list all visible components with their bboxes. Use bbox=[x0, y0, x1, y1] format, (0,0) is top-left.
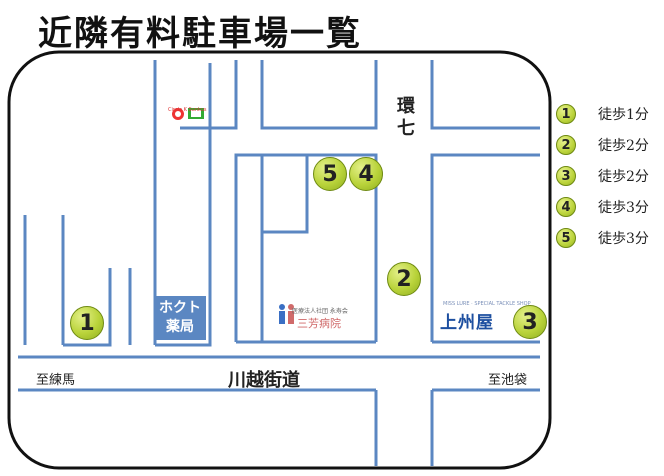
road-segment bbox=[260, 60, 378, 130]
road-segment bbox=[180, 60, 238, 130]
clinic-corp-name: 医療法人社団 永寿会 bbox=[292, 308, 348, 315]
legend-walk-time: 徒歩3分 bbox=[598, 200, 649, 216]
legend-item: 3 徒歩2分 bbox=[556, 166, 649, 186]
kawagoe-kaido-label: 川越街道 bbox=[228, 370, 300, 391]
legend-number: 3 bbox=[556, 166, 576, 186]
parking-marker-1[interactable]: 1 bbox=[70, 306, 104, 340]
clinic-icon bbox=[279, 304, 294, 324]
kamishuya-subtitle: MISS LURE · SPECIAL TACKLE SHOP bbox=[443, 301, 531, 307]
legend-number: 4 bbox=[556, 197, 576, 217]
clinic-name: 三芳病院 bbox=[297, 317, 341, 330]
map-frame bbox=[7, 50, 552, 470]
parking-marker-3[interactable]: 3 bbox=[513, 305, 547, 339]
road-segment bbox=[260, 155, 309, 234]
road-segment bbox=[155, 63, 212, 347]
legend-item: 2 徒歩2分 bbox=[556, 135, 649, 155]
convenience-store-logo: Circle K Sunkus bbox=[168, 96, 207, 115]
parking-marker-5[interactable]: 5 bbox=[313, 157, 347, 191]
kan7-label: 環七 bbox=[397, 96, 415, 139]
legend-item: 4 徒歩3分 bbox=[556, 197, 649, 217]
parking-marker-2[interactable]: 2 bbox=[387, 262, 421, 296]
legend-number: 1 bbox=[556, 104, 576, 124]
legend-walk-time: 徒歩1分 bbox=[598, 107, 649, 123]
road-segment bbox=[63, 268, 112, 347]
hokuto-pharmacy-sign: ホクト 薬局 bbox=[154, 296, 206, 340]
kamishuya-sign: 上州屋 bbox=[440, 313, 494, 333]
convenience-store-name: Circle K Sunkus bbox=[168, 107, 207, 113]
legend-walk-time: 徒歩2分 bbox=[598, 138, 649, 154]
parking-marker-4[interactable]: 4 bbox=[349, 157, 383, 191]
page-title: 近隣有料駐車場一覧 bbox=[38, 14, 362, 54]
legend-item: 5 徒歩3分 bbox=[556, 228, 649, 248]
pharmacy-name-line2: 薬局 bbox=[166, 319, 194, 335]
legend-walk-time: 徒歩3分 bbox=[598, 231, 649, 247]
to-ikebukuro-label: 至池袋 bbox=[488, 373, 528, 388]
road-segment bbox=[430, 60, 540, 130]
legend-number: 2 bbox=[556, 135, 576, 155]
legend-walk-time: 徒歩2分 bbox=[598, 169, 649, 185]
pharmacy-name-line1: ホクト bbox=[159, 300, 201, 316]
road-segment bbox=[430, 153, 540, 342]
to-nerima-label: 至練馬 bbox=[36, 373, 76, 388]
road-network bbox=[18, 60, 540, 466]
legend-number: 5 bbox=[556, 228, 576, 248]
legend-item: 1 徒歩1分 bbox=[556, 104, 649, 124]
convenience-store-icon bbox=[172, 108, 204, 120]
